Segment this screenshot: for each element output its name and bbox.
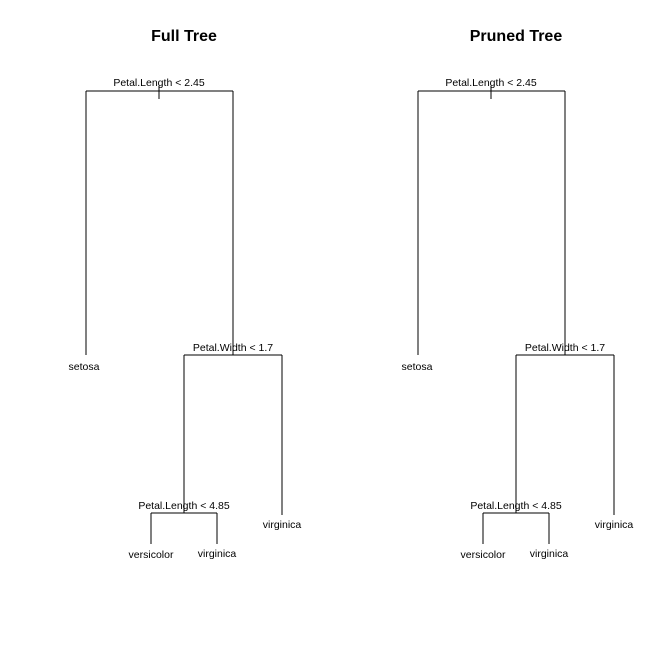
panel-title: Full Tree bbox=[151, 28, 217, 45]
split-label-petal-length-2: Petal.Length < 4.85 bbox=[470, 500, 562, 512]
panel-full-tree: Full Tree Petal.Length < 2.45 setosa Pet… bbox=[69, 28, 302, 561]
split-label-petal-length-2: Petal.Length < 4.85 bbox=[138, 500, 230, 512]
leaf-label-virginica-2: virginica bbox=[530, 548, 569, 560]
split-label-petal-width: Petal.Width < 1.7 bbox=[525, 342, 605, 354]
split-label-root: Petal.Length < 2.45 bbox=[445, 77, 537, 89]
leaf-label-virginica: virginica bbox=[595, 519, 634, 531]
leaf-label-setosa: setosa bbox=[69, 361, 100, 373]
split-label-petal-width: Petal.Width < 1.7 bbox=[193, 342, 273, 354]
split-label-root: Petal.Length < 2.45 bbox=[113, 77, 205, 89]
leaf-label-virginica: virginica bbox=[263, 519, 302, 531]
leaf-label-versicolor: versicolor bbox=[129, 549, 174, 561]
panel-title: Pruned Tree bbox=[470, 28, 563, 45]
leaf-label-versicolor: versicolor bbox=[461, 549, 506, 561]
leaf-label-virginica-2: virginica bbox=[198, 548, 237, 560]
panel-pruned-tree: Pruned Tree Petal.Length < 2.45 setosa P… bbox=[402, 28, 634, 561]
leaf-label-setosa: setosa bbox=[402, 361, 433, 373]
